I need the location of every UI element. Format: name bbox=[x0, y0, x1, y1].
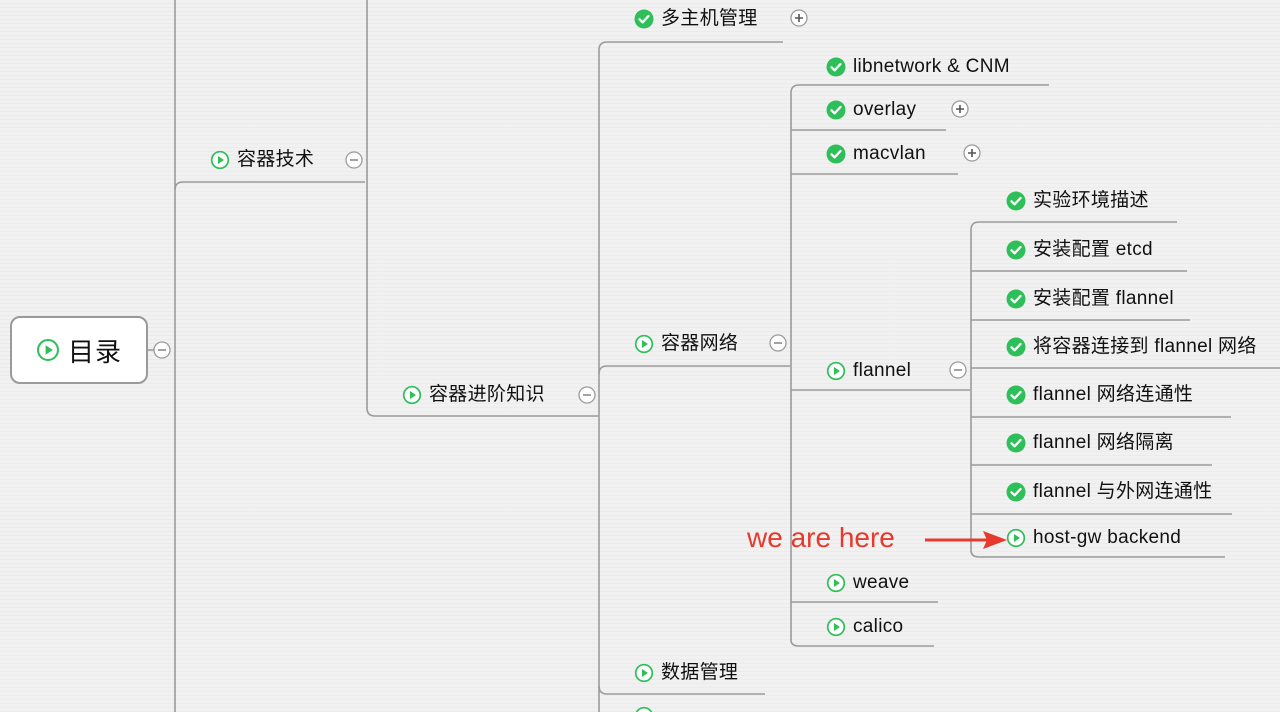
play-circle-icon bbox=[634, 663, 654, 683]
node-hostgw[interactable]: host-gw backend bbox=[1006, 526, 1181, 550]
root-node[interactable]: 目录 bbox=[10, 316, 148, 384]
play-circle-icon bbox=[210, 150, 230, 170]
check-circle-icon bbox=[1006, 385, 1026, 405]
node-label: 数据管理 bbox=[661, 662, 739, 683]
play-circle-icon bbox=[826, 617, 846, 637]
node-label: 将容器连接到 flannel 网络 bbox=[1033, 336, 1257, 357]
node-rongqi-jinjie[interactable]: 容器进阶知识 bbox=[402, 383, 545, 407]
play-circle-icon bbox=[36, 338, 60, 362]
node-calico[interactable]: calico bbox=[826, 615, 903, 639]
check-circle-icon bbox=[1006, 240, 1026, 260]
check-circle-icon bbox=[826, 100, 846, 120]
node-shiyan-huanjing[interactable]: 实验环境描述 bbox=[1006, 189, 1149, 213]
check-circle-icon bbox=[1006, 482, 1026, 502]
check-circle-icon bbox=[1006, 433, 1026, 453]
node-rongqi-jishu[interactable]: 容器技术 bbox=[210, 148, 314, 172]
check-circle-icon bbox=[1006, 289, 1026, 309]
node-label: 安装配置 etcd bbox=[1033, 239, 1153, 260]
node-flannel[interactable]: flannel bbox=[826, 359, 911, 383]
node-liantongxing[interactable]: flannel 网络连通性 bbox=[1006, 383, 1193, 407]
node-label: 安装配置 flannel bbox=[1033, 288, 1174, 309]
node-label: 容器进阶知识 bbox=[429, 384, 545, 405]
root-node-label: 目录 bbox=[67, 336, 122, 367]
node-label: flannel 网络隔离 bbox=[1033, 432, 1174, 453]
expand-icon[interactable] bbox=[963, 144, 981, 162]
check-circle-icon bbox=[826, 144, 846, 164]
collapse-icon[interactable] bbox=[769, 334, 787, 352]
check-circle-icon bbox=[826, 57, 846, 77]
collapse-icon[interactable] bbox=[153, 341, 171, 359]
play-circle-icon bbox=[826, 573, 846, 593]
node-label: overlay bbox=[853, 99, 917, 120]
node-macvlan[interactable]: macvlan bbox=[826, 142, 926, 166]
node-label: flannel 网络连通性 bbox=[1033, 384, 1194, 405]
collapse-icon[interactable] bbox=[578, 386, 596, 404]
play-circle-icon bbox=[634, 334, 654, 354]
node-geli[interactable]: flannel 网络隔离 bbox=[1006, 431, 1174, 455]
node-label: weave bbox=[853, 572, 910, 593]
expand-icon[interactable] bbox=[790, 9, 808, 27]
check-circle-icon bbox=[1006, 337, 1026, 357]
node-label: host-gw backend bbox=[1033, 527, 1182, 548]
node-label: libnetwork & CNM bbox=[853, 56, 1010, 77]
play-circle-icon bbox=[402, 385, 422, 405]
play-circle-icon bbox=[826, 361, 846, 381]
node-label: macvlan bbox=[853, 143, 926, 164]
node-label: 多主机管理 bbox=[661, 8, 758, 29]
expand-icon[interactable] bbox=[951, 100, 969, 118]
node-duozhuji[interactable]: 多主机管理 bbox=[634, 7, 758, 31]
play-circle-icon bbox=[1006, 528, 1026, 548]
play-circle-icon bbox=[634, 706, 654, 712]
node-label: 容器网络 bbox=[661, 333, 739, 354]
node-label: calico bbox=[853, 616, 904, 637]
node-shuju-guanli[interactable]: 数据管理 bbox=[634, 661, 738, 685]
node-anzhuang-flannel[interactable]: 安装配置 flannel bbox=[1006, 287, 1174, 311]
node-overlay[interactable]: overlay bbox=[826, 98, 916, 122]
node-lianjie-flannel[interactable]: 将容器连接到 flannel 网络 bbox=[1006, 335, 1257, 359]
check-circle-icon bbox=[1006, 191, 1026, 211]
red-arrow bbox=[925, 531, 1007, 549]
node-label: 实验环境描述 bbox=[1033, 190, 1149, 211]
we-are-here-annotation: we are here bbox=[747, 522, 895, 553]
collapse-icon[interactable] bbox=[345, 151, 363, 169]
node-anzhuang-etcd[interactable]: 安装配置 etcd bbox=[1006, 238, 1153, 262]
node-waiwang[interactable]: flannel 与外网连通性 bbox=[1006, 480, 1212, 504]
node-rongqi-wangluo[interactable]: 容器网络 bbox=[634, 332, 738, 356]
collapse-icon[interactable] bbox=[949, 361, 967, 379]
node-label: flannel 与外网连通性 bbox=[1033, 481, 1213, 502]
node-weave[interactable]: weave bbox=[826, 571, 909, 595]
check-circle-icon bbox=[634, 9, 654, 29]
node-label: 容器技术 bbox=[237, 149, 315, 170]
node-label: flannel bbox=[853, 360, 912, 381]
node-libnetwork[interactable]: libnetwork & CNM bbox=[826, 55, 1010, 79]
